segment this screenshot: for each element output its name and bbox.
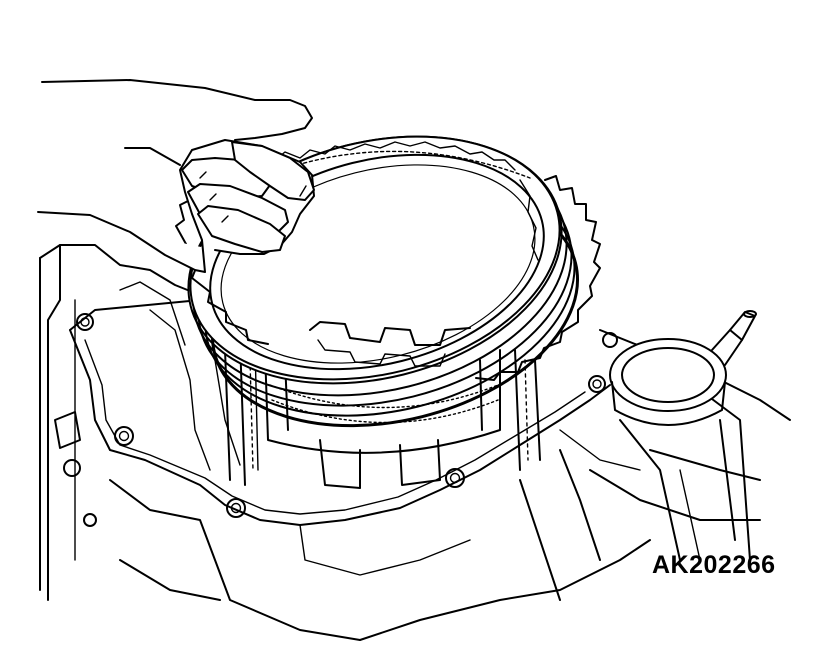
transmission-case-icon <box>39 244 791 641</box>
hand-icon <box>37 79 315 273</box>
figure-code: AK202266 <box>652 551 776 579</box>
